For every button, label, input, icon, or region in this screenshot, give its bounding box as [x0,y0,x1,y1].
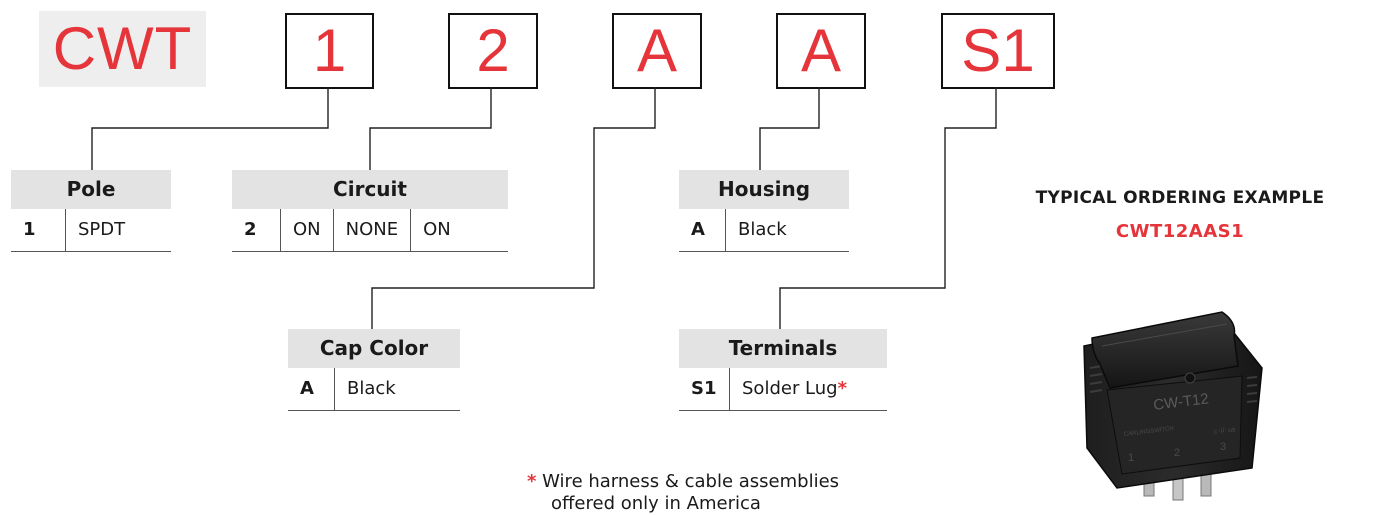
option-table-terminals: Terminals S1 Solder Lug* [679,329,887,411]
option-header-housing: Housing [679,170,849,209]
option-table-pole: Pole 1 SPDT [11,170,171,252]
code-box-pole: 1 [285,13,374,89]
code-box-cap-color: A [612,13,702,89]
table-row: A Black [288,368,460,411]
ordering-example-title: TYPICAL ORDERING EXAMPLE [1035,188,1325,208]
code-box-housing: A [776,13,866,89]
connector-housing [759,87,820,170]
option-value: Black [334,368,408,410]
option-code: A [300,378,314,399]
switch-marking: CW-T12 [1152,390,1209,414]
option-value: ON [280,209,333,251]
footnote-marker: * [837,378,848,399]
option-value: SPDT [65,209,137,251]
option-code: 1 [23,219,36,240]
footnote-line-1: Wire harness & cable assemblies [542,471,840,492]
option-header-circuit: Circuit [232,170,508,209]
terminal-number: 3 [1220,441,1226,453]
footnote-asterisk: * [527,471,537,492]
option-value-text: Solder Lug [742,378,838,399]
part-prefix: CWT [39,11,206,87]
table-row: 1 SPDT [11,209,171,252]
option-table-circuit: Circuit 2 ON NONE ON [232,170,508,252]
terminal-number: 1 [1128,452,1134,464]
option-code: A [691,219,705,240]
option-value: Solder Lug* [729,368,859,410]
option-code: S1 [691,378,717,399]
code-box-terminals: S1 [941,13,1055,89]
option-table-cap-color: Cap Color A Black [288,329,460,411]
option-header-pole: Pole [11,170,171,209]
svg-text:c Ⓤ us: c Ⓤ us [1213,425,1236,436]
option-header-terminals: Terminals [679,329,887,368]
table-row: A Black [679,209,849,252]
option-code: 2 [244,219,257,240]
option-table-housing: Housing A Black [679,170,849,252]
option-value: Black [725,209,799,251]
connector-circuit [369,87,492,170]
rocker-switch-image: CW-T12 CARLINGSWITCH c Ⓤ us 1 2 3 [1083,311,1263,501]
code-box-circuit: 2 [448,13,538,89]
terminal-number: 2 [1174,447,1180,459]
table-row: S1 Solder Lug* [679,368,887,411]
option-header-cap-color: Cap Color [288,329,460,368]
footnote: * Wire harness & cable assemblies offere… [527,471,927,515]
option-value: ON [410,209,463,251]
option-value: NONE [332,209,410,251]
footnote-line-2: offered only in America [551,493,761,514]
table-row: 2 ON NONE ON [232,209,508,252]
connector-pole [91,87,329,170]
ordering-example-code: CWT12AAS1 [1115,221,1245,242]
